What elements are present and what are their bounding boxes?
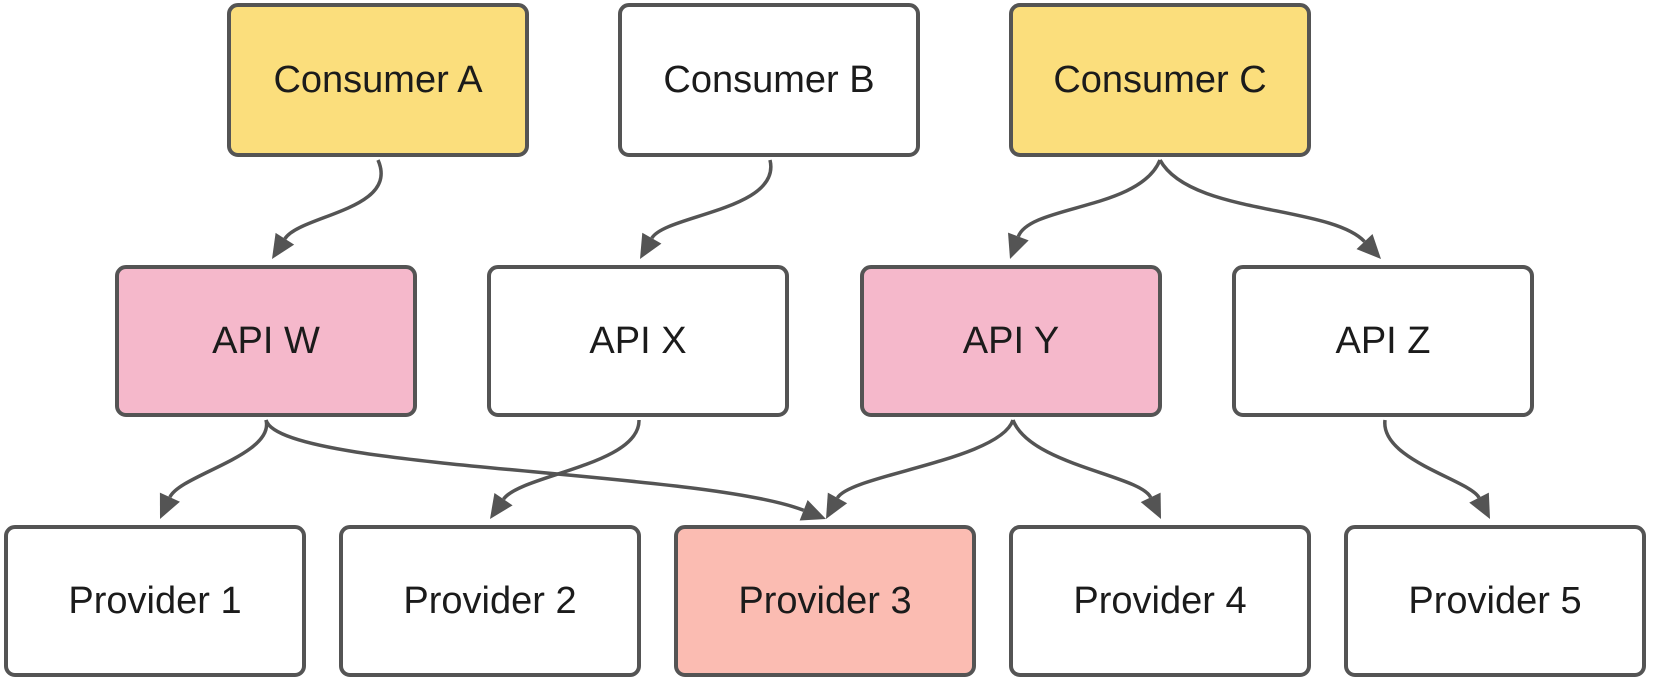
node-api-y: API Y [860,265,1162,417]
edge-api-z-to-provider-5 [1383,419,1490,519]
node-label: Consumer A [273,59,483,101]
edge-consumer-c-to-api-z [1158,159,1381,259]
edge-line [502,419,641,501]
edge-api-x-to-provider-2 [490,419,641,519]
edge-line [283,159,383,240]
arrowhead-icon [1140,492,1161,519]
arrowhead-icon [1469,492,1490,519]
node-consumer-a: Consumer A [227,3,529,157]
node-label: API X [589,320,686,362]
arrowhead-icon [1356,233,1381,259]
node-label: Provider 2 [403,580,576,622]
node-label: Provider 1 [68,580,241,622]
node-label: Provider 3 [738,580,911,622]
edge-line [835,419,1015,500]
node-consumer-b: Consumer B [618,3,920,157]
edge-consumer-b-to-api-x [640,159,773,259]
node-box [487,265,789,417]
node-api-w: API W [115,265,417,417]
edge-consumer-a-to-api-w [272,159,383,259]
node-label: Provider 5 [1408,580,1581,622]
node-box [674,525,976,677]
arrowhead-icon [272,232,295,259]
node-box [1344,525,1646,677]
node-provider-2: Provider 2 [339,525,641,677]
node-label: Consumer B [663,59,874,101]
edge-line [650,159,773,240]
arrowhead-icon [159,492,180,519]
node-provider-4: Provider 4 [1009,525,1311,677]
arrowhead-icon [826,492,848,519]
edges-layer [159,159,1490,521]
node-provider-3: Provider 3 [674,525,976,677]
node-api-z: API Z [1232,265,1534,417]
arrowhead-icon [799,500,826,521]
node-label: Consumer C [1053,59,1266,101]
node-provider-5: Provider 5 [1344,525,1646,677]
node-provider-1: Provider 1 [4,525,306,677]
node-label: API Z [1335,320,1430,362]
node-box [1232,265,1534,417]
nodes-layer: Consumer A Consumer B Consumer C API W API X… [4,3,1646,677]
node-label: Provider 4 [1073,580,1246,622]
node-api-x: API X [487,265,789,417]
node-box [860,265,1162,417]
edge-consumer-c-to-api-y [1008,159,1162,259]
node-box [4,525,306,677]
edge-api-y-to-provider-4 [1011,419,1161,519]
edge-line [1011,419,1153,499]
arrowhead-icon [640,232,662,259]
edge-api-w-to-provider-3 [264,419,826,521]
edge-line [168,419,269,499]
edge-line [264,419,805,512]
edge-api-y-to-provider-3 [826,419,1015,519]
arrowhead-icon [1008,232,1029,259]
node-box [115,265,417,417]
node-box [339,525,641,677]
edge-line [1016,159,1162,238]
node-label: API W [212,320,320,362]
node-box [1009,525,1311,677]
edge-api-w-to-provider-1 [159,419,269,519]
node-box [618,3,920,157]
arrowhead-icon [490,492,513,519]
edge-line [1158,159,1366,243]
node-label: API Y [963,320,1059,362]
node-box [1009,3,1311,157]
edge-line [1383,419,1481,499]
node-consumer-c: Consumer C [1009,3,1311,157]
node-box [227,3,529,157]
